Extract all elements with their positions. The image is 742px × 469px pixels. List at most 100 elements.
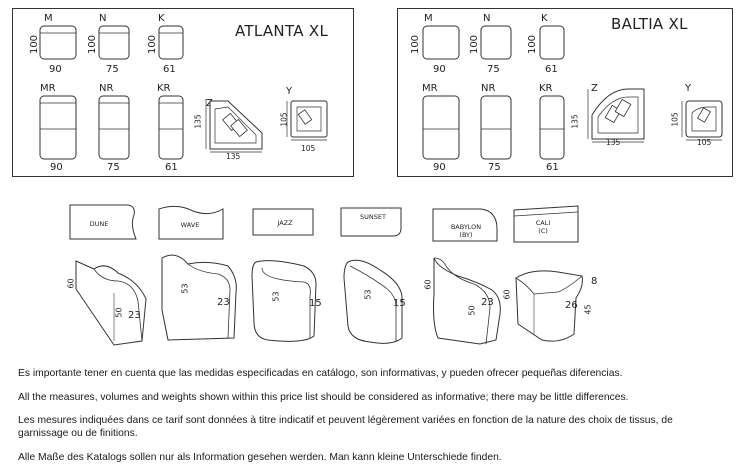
wave-top-view — [158, 205, 224, 240]
corner-bottom-dim: 135 — [606, 138, 621, 147]
module-depth: 100 — [87, 34, 99, 55]
module-code: N — [483, 13, 491, 24]
note-en: All the measures, volumes and weights sh… — [18, 392, 629, 403]
armrest-width: 26 — [565, 300, 578, 311]
armrest-name: CALI — [535, 219, 551, 227]
module-code: K — [158, 13, 165, 24]
dune-3d-view — [75, 260, 147, 346]
module-code: NR — [99, 83, 114, 94]
module-n-shape — [98, 25, 130, 60]
armrest-name: BABYLON — [450, 223, 482, 231]
corner-side-dim: 105 — [670, 112, 680, 127]
module-width: 61 — [165, 162, 178, 173]
armrest-width: 15 — [309, 298, 322, 309]
module-depth: 100 — [527, 34, 539, 55]
module-width: 75 — [488, 162, 501, 173]
armrest-depth: 50 — [114, 307, 124, 318]
note-es: Es importante tener en cuenta que las me… — [18, 368, 623, 379]
armrest-width: 23 — [217, 297, 230, 308]
module-code: M — [44, 13, 53, 24]
cali-top-view — [513, 205, 579, 243]
module-m-shape — [39, 25, 77, 60]
corner-side-dim: 135 — [193, 114, 203, 129]
module-k-shape — [539, 25, 565, 60]
sunset-3d-view — [343, 259, 403, 344]
corner-side-dim: 135 — [570, 114, 580, 129]
module-width: 75 — [487, 64, 500, 75]
module-width: 75 — [107, 162, 120, 173]
module-depth: 100 — [147, 34, 159, 55]
module-nr-shape — [480, 95, 512, 160]
module-width: 61 — [546, 162, 559, 173]
armrest-top-thickness: 8 — [591, 276, 598, 287]
dune-top-view — [69, 204, 137, 240]
armrest-height: 53 — [363, 289, 373, 300]
baltia-title: BALTIA XL — [611, 15, 688, 33]
module-code: M — [424, 13, 433, 24]
armrest-width: 23 — [128, 310, 141, 321]
cali-3d-view — [515, 270, 583, 342]
module-k-shape — [158, 25, 184, 60]
babylon-top-view — [432, 208, 498, 242]
module-m-shape — [422, 25, 460, 60]
corner-y-shape — [681, 100, 723, 141]
atlanta-title: ATLANTA XL — [235, 22, 329, 40]
module-width: 61 — [163, 64, 176, 75]
module-depth: 100 — [469, 34, 481, 55]
corner-y-shape — [286, 100, 328, 141]
baltia-panel: BALTIA XL M 100 90 N 100 75 K 100 61 MR … — [397, 8, 733, 177]
armrest-name: SUNSET — [360, 213, 386, 221]
babylon-3d-view — [433, 257, 501, 345]
module-code: N — [99, 13, 107, 24]
module-code: NR — [481, 83, 496, 94]
armrest-width: 23 — [481, 297, 494, 308]
module-mr-shape — [39, 95, 77, 160]
armrest-sub: (BY) — [459, 231, 473, 239]
module-width: 90 — [49, 64, 62, 75]
corner-code: Y — [685, 83, 692, 94]
module-width: 75 — [106, 64, 119, 75]
module-code: KR — [157, 83, 171, 94]
module-nr-shape — [98, 95, 130, 160]
armrest-height: 53 — [180, 283, 190, 294]
jazz-top-view — [252, 208, 314, 236]
module-width: 90 — [433, 162, 446, 173]
armrest-depth: 50 — [467, 305, 477, 316]
corner-z-shape — [205, 99, 263, 153]
module-depth: 100 — [410, 34, 422, 55]
jazz-3d-view — [251, 260, 317, 342]
note-fr: Les mesures indiquées dans ce tarif sont… — [18, 415, 673, 439]
corner-code: Z — [591, 83, 598, 94]
armrest-sub: (C) — [538, 227, 548, 235]
corner-bottom-dim: 135 — [226, 152, 241, 161]
armrest-name: WAVE — [180, 221, 200, 229]
module-code: MR — [422, 83, 438, 94]
armrest-height: 60 — [502, 289, 512, 300]
armrest-depth: 45 — [583, 304, 593, 315]
note-de: Alle Maße des Katalogs sollen nur als In… — [18, 452, 502, 463]
wave-3d-view — [161, 254, 237, 341]
module-kr-shape — [539, 95, 565, 160]
atlanta-panel: ATLANTA XL M 100 90 N 100 75 K 100 61 MR… — [12, 8, 354, 177]
armrest-height: 53 — [271, 291, 281, 302]
module-code: MR — [40, 83, 56, 94]
corner-code: Z — [206, 98, 213, 109]
armrest-name: DUNE — [89, 220, 109, 228]
corner-code: Y — [286, 86, 293, 97]
module-code: K — [541, 13, 548, 24]
module-width: 61 — [545, 64, 558, 75]
corner-z-shape — [587, 88, 645, 143]
corner-bottom-dim: 105 — [301, 144, 316, 153]
armrest-name: JAZZ — [277, 219, 293, 227]
corner-bottom-dim: 105 — [697, 138, 712, 147]
armrest-height: 60 — [66, 278, 76, 289]
sunset-top-view — [340, 207, 402, 237]
armrest-width: 15 — [393, 298, 406, 309]
armrest-height: 60 — [423, 279, 433, 290]
module-width: 90 — [50, 162, 63, 173]
module-kr-shape — [158, 95, 184, 160]
module-code: KR — [539, 83, 553, 94]
module-width: 90 — [433, 64, 446, 75]
module-n-shape — [480, 25, 512, 60]
module-mr-shape — [422, 95, 460, 160]
